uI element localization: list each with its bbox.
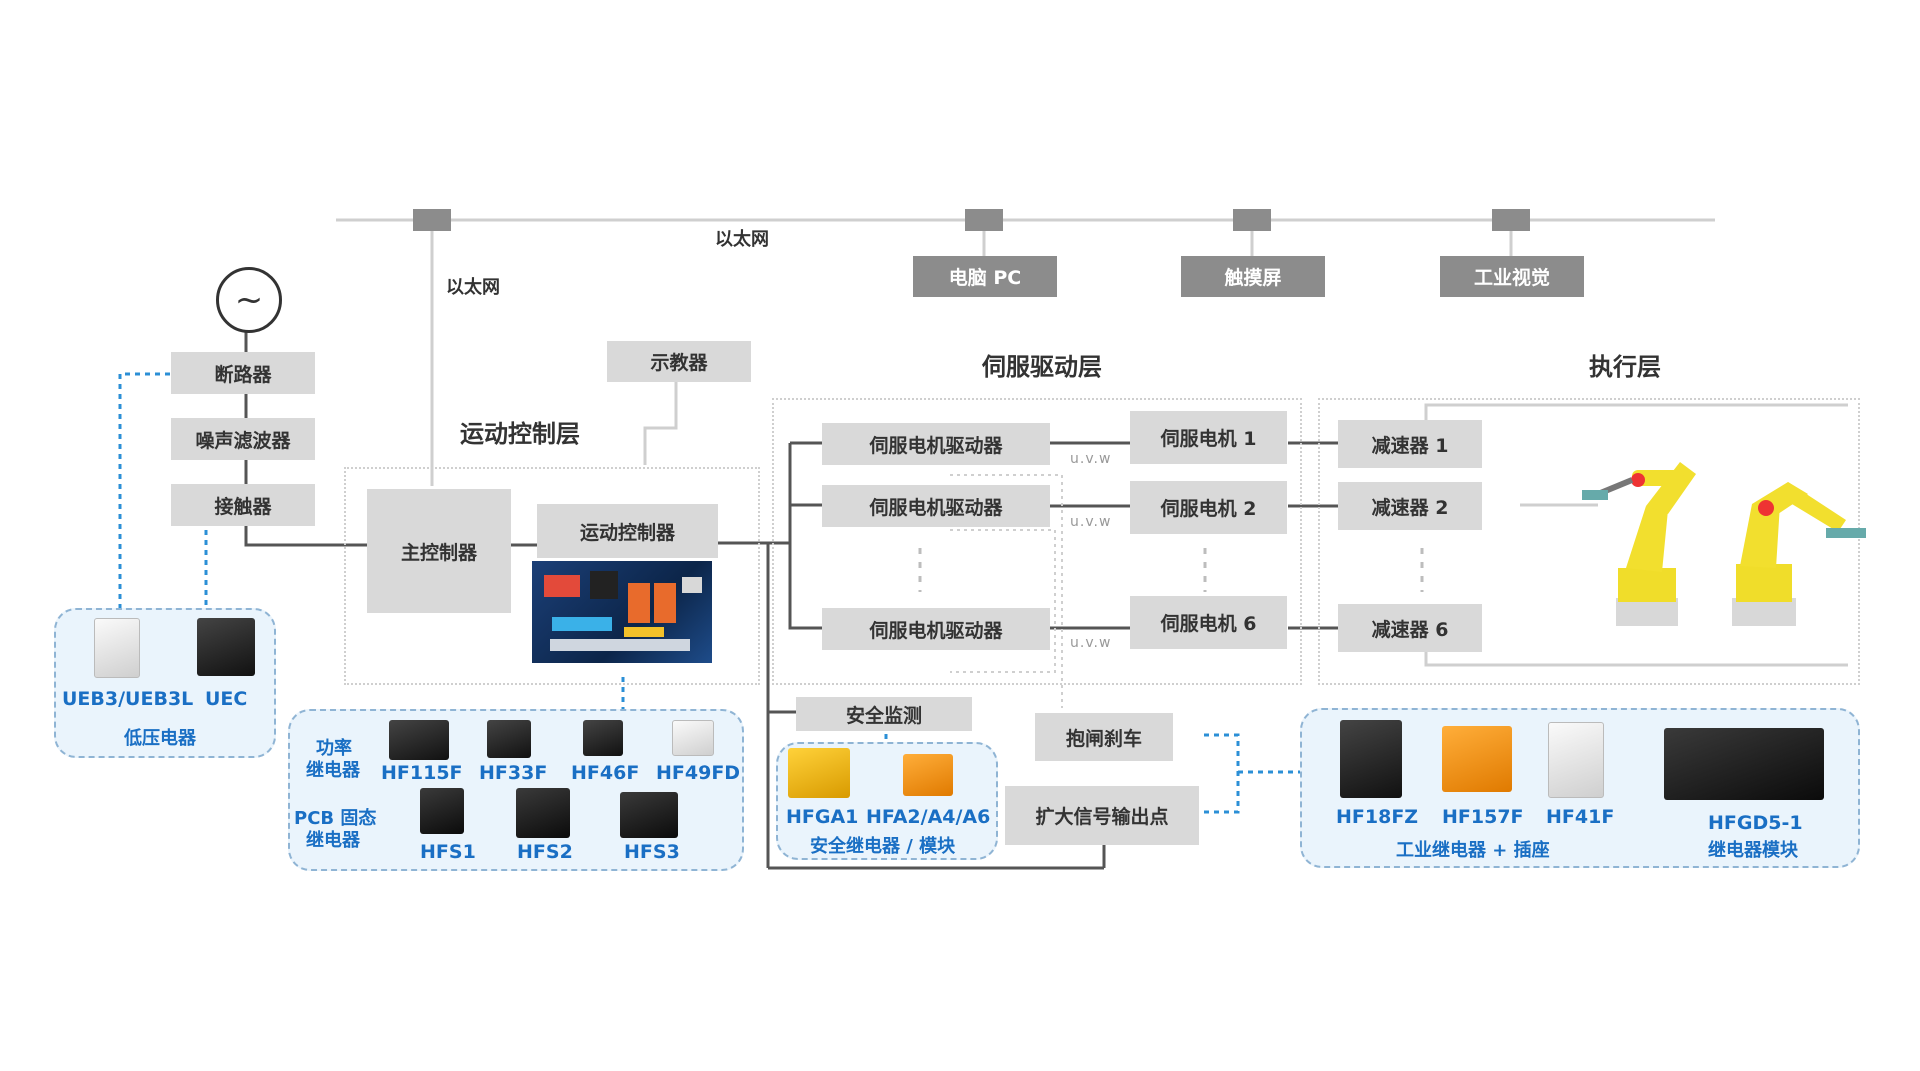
- main-controller-box: 主控制器: [367, 489, 511, 613]
- ueb3-breaker-image: [94, 618, 140, 678]
- power-relay-label-1: 功率: [316, 738, 352, 759]
- hf49fd-image: [672, 720, 714, 756]
- hf41f-image: [1548, 722, 1604, 798]
- servo-layer-title: 伺服驱动层: [982, 353, 1102, 381]
- industrial-relay-title: 工业继电器 + 插座: [1396, 840, 1550, 861]
- hf18fz-image: [1340, 720, 1402, 798]
- robot-arm-image: [1582, 462, 1866, 626]
- hfga1-image: [788, 748, 850, 798]
- hf18fz-label: HF18FZ: [1336, 806, 1419, 828]
- hf157f-label: HF157F: [1442, 806, 1524, 828]
- power-relay-label-2: 继电器: [306, 760, 360, 781]
- hfs3-label: HFS3: [624, 841, 680, 863]
- teach-pendant-box: 示教器: [607, 341, 751, 382]
- ssr-label-1: PCB 固态: [294, 808, 377, 829]
- ethernet-label-side: 以太网: [446, 277, 500, 298]
- contactor-box: 接触器: [171, 484, 315, 526]
- ac-source-icon: ~: [216, 267, 282, 333]
- controller-board-image: [532, 561, 712, 663]
- brake-box: 抱闸刹车: [1035, 713, 1173, 761]
- safety-relay-title: 安全继电器 / 模块: [810, 836, 956, 857]
- ethernet-node-2: [965, 209, 1003, 231]
- exec-layer-title: 执行层: [1589, 353, 1661, 381]
- ethernet-node-3: [1233, 209, 1271, 231]
- servo-driver-1: 伺服电机驱动器: [822, 423, 1050, 465]
- hf33f-image: [487, 720, 531, 758]
- relay-module-title: 继电器模块: [1708, 840, 1798, 861]
- uvw-label-1: u.v.w: [1070, 451, 1112, 467]
- ssr-label-2: 继电器: [306, 830, 360, 851]
- hfs1-label: HFS1: [420, 841, 476, 863]
- low-voltage-title: 低压电器: [124, 728, 196, 749]
- filter-box: 噪声滤波器: [171, 418, 315, 460]
- hfs3-image: [620, 792, 678, 838]
- hfgd5-module-image: [1664, 728, 1824, 800]
- reducer-1: 减速器 1: [1338, 420, 1482, 468]
- hf115f-image: [389, 720, 449, 760]
- hf115f-label: HF115F: [381, 762, 463, 784]
- ethernet-node-4: [1492, 209, 1530, 231]
- uvw-label-2: u.v.w: [1070, 514, 1112, 530]
- reducer-6: 减速器 6: [1338, 604, 1482, 652]
- signal-output-box: 扩大信号输出点: [1005, 786, 1199, 845]
- vision-box: 工业视觉: [1440, 256, 1584, 297]
- hf33f-label: HF33F: [479, 762, 548, 784]
- servo-zone: [772, 398, 1302, 685]
- breaker-box: 断路器: [171, 352, 315, 394]
- servo-motor-6: 伺服电机 6: [1130, 596, 1287, 649]
- touchscreen-box: 触摸屏: [1181, 256, 1325, 297]
- uvw-label-6: u.v.w: [1070, 635, 1112, 651]
- exec-zone: [1318, 398, 1860, 685]
- hfs2-label: HFS2: [517, 841, 573, 863]
- pc-box: 电脑 PC: [913, 256, 1057, 297]
- uec-contactor-image: [197, 618, 255, 676]
- hfs2-image: [516, 788, 570, 838]
- uec-label: UEC: [205, 688, 248, 710]
- motion-zone: [344, 467, 760, 685]
- servo-motor-2: 伺服电机 2: [1130, 481, 1287, 534]
- ueb3-label: UEB3/UEB3L: [62, 688, 194, 710]
- hf49fd-label: HF49FD: [656, 762, 741, 784]
- hfa2-image: [903, 754, 953, 796]
- motion-controller-box: 运动控制器: [537, 504, 718, 558]
- ethernet-node-1: [413, 209, 451, 231]
- hfga1-label: HFGA1: [786, 806, 859, 828]
- hfa2-label: HFA2/A4/A6: [866, 806, 991, 828]
- servo-driver-6: 伺服电机驱动器: [822, 608, 1050, 650]
- hf46f-label: HF46F: [571, 762, 640, 784]
- ethernet-label-top: 以太网: [715, 229, 769, 250]
- reducer-2: 减速器 2: [1338, 482, 1482, 530]
- hf41f-label: HF41F: [1546, 806, 1615, 828]
- motion-layer-title: 运动控制层: [460, 420, 580, 448]
- hfs1-image: [420, 788, 464, 834]
- servo-motor-1: 伺服电机 1: [1130, 411, 1287, 464]
- hf157f-image: [1442, 726, 1512, 792]
- hfgd5-label: HFGD5-1: [1708, 812, 1803, 834]
- safety-monitor-box: 安全监测: [796, 697, 972, 731]
- servo-driver-2: 伺服电机驱动器: [822, 485, 1050, 527]
- hf46f-image: [583, 720, 623, 756]
